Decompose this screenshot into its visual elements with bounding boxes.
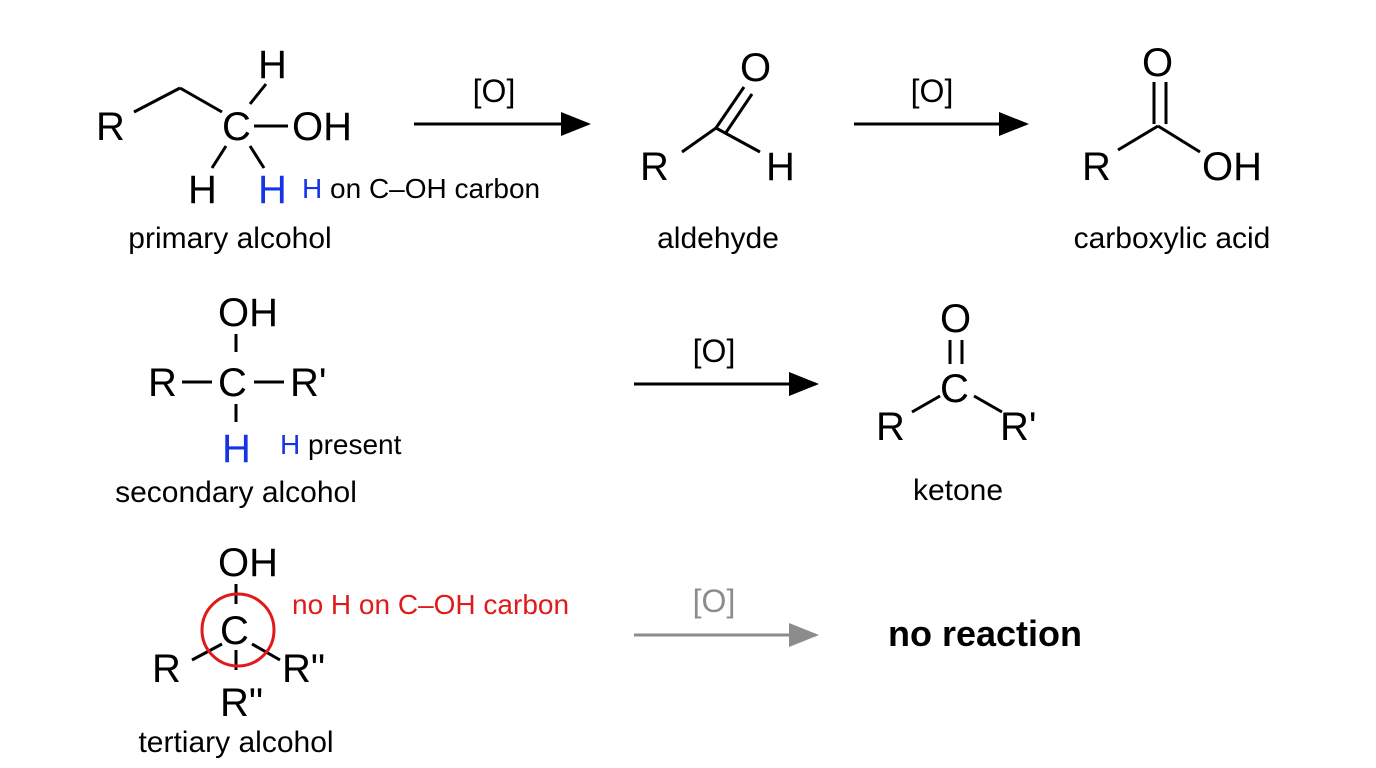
- secondary-h-note: H present: [280, 429, 402, 460]
- primary-alcohol-caption: primary alcohol: [128, 222, 331, 255]
- highlight-circle: [200, 592, 276, 668]
- bond-r-ch2: [133, 86, 181, 114]
- ketone-structure: O C R R': [876, 297, 1037, 449]
- atom-h-top: H: [258, 43, 287, 87]
- bond-c-oh: [1157, 124, 1201, 154]
- atom-h-highlight: H: [258, 168, 287, 212]
- secondary-alcohol-structure: OH R C R' H: [148, 291, 327, 471]
- primary-h-note-rest: on C–OH carbon: [322, 173, 540, 204]
- reagent-label: [O]: [693, 333, 736, 369]
- atom-oh: OH: [218, 541, 278, 585]
- atom-c: C: [220, 609, 249, 653]
- atom-r-prime: R': [1000, 405, 1037, 449]
- atom-r: R: [148, 361, 177, 405]
- atom-h-highlight: H: [222, 427, 251, 471]
- atom-r-double-prime-down: R": [220, 681, 263, 725]
- atom-h-left: H: [188, 168, 217, 212]
- atom-r: R: [1082, 145, 1111, 189]
- primary-alcohol-structure: R C H OH H H: [96, 43, 352, 212]
- arrow-primary-to-aldehyde: [O]: [414, 73, 591, 136]
- atom-r: R: [96, 105, 125, 149]
- atom-r: R: [876, 405, 905, 449]
- aldehyde-structure: O R H: [640, 46, 795, 189]
- bond-c-h-right: [248, 145, 266, 169]
- arrow-secondary-to-ketone: [O]: [634, 333, 819, 396]
- no-reaction-label: no reaction: [888, 613, 1082, 654]
- arrow-aldehyde-to-acid: [O]: [854, 73, 1029, 136]
- bond-c-h: [715, 126, 761, 154]
- atom-r-prime: R': [290, 361, 327, 405]
- bond-c-h-left: [210, 145, 228, 169]
- atom-h: H: [766, 145, 795, 189]
- bond-ch2-c: [179, 86, 223, 114]
- secondary-h-note-h: H: [280, 429, 300, 460]
- bond-r-c: [1117, 124, 1159, 152]
- bond-c-r: [191, 642, 223, 662]
- ketone-caption: ketone: [913, 474, 1003, 507]
- atom-oh: OH: [292, 105, 352, 149]
- atom-c: C: [218, 361, 247, 405]
- bond-c-h-top: [248, 83, 268, 105]
- secondary-alcohol-caption: secondary alcohol: [115, 476, 357, 509]
- reagent-label: [O]: [473, 73, 516, 109]
- atom-c: C: [222, 105, 251, 149]
- arrow-tertiary-no-reaction: [O]: [634, 583, 819, 647]
- atom-oh: OH: [1202, 145, 1262, 189]
- atom-r: R: [152, 647, 181, 691]
- bond-c-r1: [973, 394, 1003, 414]
- atom-oh: OH: [218, 291, 278, 335]
- tertiary-alcohol-structure: OH C R R" R": [152, 541, 325, 725]
- tertiary-note: no H on C–OH carbon: [292, 589, 569, 620]
- bond-r-c: [911, 394, 941, 414]
- atom-o: O: [740, 46, 771, 90]
- bond-c-o-double-a: [714, 86, 746, 129]
- carboxylic-acid-caption: carboxylic acid: [1074, 222, 1271, 255]
- atom-r-double-prime-right: R": [282, 647, 325, 691]
- aldehyde-caption: aldehyde: [657, 222, 779, 255]
- atom-o: O: [1142, 41, 1173, 85]
- secondary-h-note-rest: present: [300, 429, 401, 460]
- primary-h-note-h: H: [302, 173, 322, 204]
- atom-c: C: [940, 367, 969, 411]
- primary-h-note: H on C–OH carbon: [302, 173, 540, 204]
- bond-c-o-double-b: [723, 93, 754, 135]
- tertiary-alcohol-caption: tertiary alcohol: [138, 726, 333, 759]
- atom-r: R: [640, 145, 669, 189]
- atom-o: O: [940, 297, 971, 341]
- carboxylic-acid-structure: O R OH: [1082, 41, 1262, 189]
- reagent-label: [O]: [693, 583, 736, 619]
- bond-r-c: [681, 126, 717, 154]
- reagent-label: [O]: [911, 73, 954, 109]
